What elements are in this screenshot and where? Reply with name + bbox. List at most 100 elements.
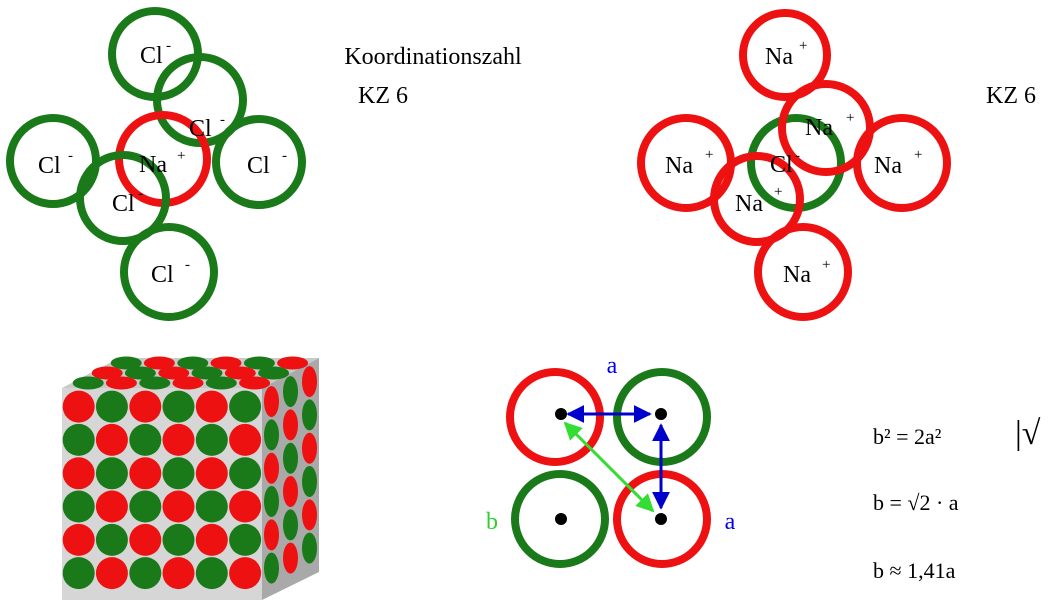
ion-symbol: Na [735,191,763,217]
top-sphere [72,376,104,390]
ion-charge: - [138,186,143,202]
ion-symbol: Cl [151,262,174,288]
ion-symbol: Na [805,115,833,141]
ion-symbol: Cl [770,152,793,178]
side-sphere [283,376,298,408]
ion-center-dot [655,513,667,525]
side-sphere [302,399,317,431]
front-sphere [162,457,195,490]
na-ion-circle-top [739,9,831,101]
ion-charge: + [846,110,854,126]
side-sphere [264,452,279,484]
ion-label-center: Na + [139,148,185,178]
ion-label-bottom: Na + [783,257,830,288]
top-sphere [224,366,256,380]
side-sphere [302,499,317,531]
ion-charge: + [705,147,713,163]
front-sphere [162,523,195,556]
cube-front-face [62,388,262,600]
side-sphere [264,519,279,551]
side-sphere [283,476,298,507]
ion-center-dot [655,408,667,420]
distance-figure: a a b [486,353,736,568]
front-sphere [195,390,228,423]
top-sphere [210,356,242,370]
side-sphere [283,509,298,541]
ion-symbol: Cl [140,43,163,69]
cl-coordination-group: Na + Na + Na + Cl - Na + Na + Na + [637,9,951,321]
ion-label-right: Cl - [247,148,287,179]
side-sphere [264,386,279,418]
ion-symbol: Cl [112,191,135,217]
coordination-title: Koordinationszahl [344,44,522,70]
top-sphere [191,366,223,380]
front-sphere [62,557,95,590]
ion-charge: - [166,38,171,54]
front-sphere [62,390,95,423]
ion-charge: + [799,38,807,54]
side-sphere [264,486,279,517]
side-sphere [283,542,298,574]
ion-charge: + [774,184,782,200]
front-sphere [95,490,128,523]
ion-label-front: Cl - [112,186,143,217]
front-sphere [62,457,95,490]
formula-line-1: b² = 2a² [873,424,942,449]
front-sphere [229,390,262,423]
side-sphere [302,366,317,398]
ion-charge: - [795,148,800,164]
top-sphere [258,366,290,380]
ion-label-left: Na + [665,147,713,179]
cl-ion-circle-bottom-left [511,470,609,568]
ion-charge: + [914,147,922,163]
side-sphere [264,419,279,451]
front-sphere [195,490,228,523]
ion-charge: + [177,148,185,164]
ion-charge: - [68,148,73,164]
top-sphere [91,366,123,380]
ion-label-top: Na + [765,38,807,70]
front-sphere [129,457,162,490]
na-ion-circle-bottom [754,223,852,321]
ion-center-dot [555,513,567,525]
side-sphere [283,442,298,474]
front-sphere [229,490,262,523]
kz-label-left: KZ 6 [358,83,408,109]
front-sphere [229,457,262,490]
side-sphere [302,466,317,497]
front-sphere [62,423,95,456]
front-sphere [62,523,95,556]
nacl-crystal-cube [62,356,319,600]
ion-label-right: Na + [874,147,922,179]
front-sphere [162,423,195,456]
formula-block: b² = 2a² |√ b = √2 · a b ≈ 1,41a [873,415,1041,583]
front-sphere [129,523,162,556]
top-sphere [110,356,142,370]
top-sphere [143,356,175,370]
formula-root-operation: |√ [1015,415,1041,452]
ion-charge: - [282,148,287,164]
side-sphere [283,409,298,441]
ion-label-center: Cl - [770,148,800,178]
side-sphere [302,432,317,464]
front-sphere [95,457,128,490]
ion-label-back: Cl - [189,112,225,142]
cl-ion-circle-front [76,151,170,245]
top-sphere [239,376,271,390]
front-sphere [95,423,128,456]
front-sphere [95,390,128,423]
front-sphere [129,490,162,523]
top-sphere [205,376,237,390]
arrow-b-diagonal [563,421,655,513]
ion-label-left: Cl - [38,148,73,179]
kz-label-right: KZ 6 [986,83,1036,109]
front-sphere [162,390,195,423]
formula-line-2: b = √2 · a [873,490,959,515]
front-sphere [229,557,262,590]
front-sphere [95,557,128,590]
front-sphere [162,557,195,590]
na-ion-circle-right [853,114,951,212]
ion-symbol: Na [874,153,902,179]
ion-symbol: Cl [38,153,61,179]
